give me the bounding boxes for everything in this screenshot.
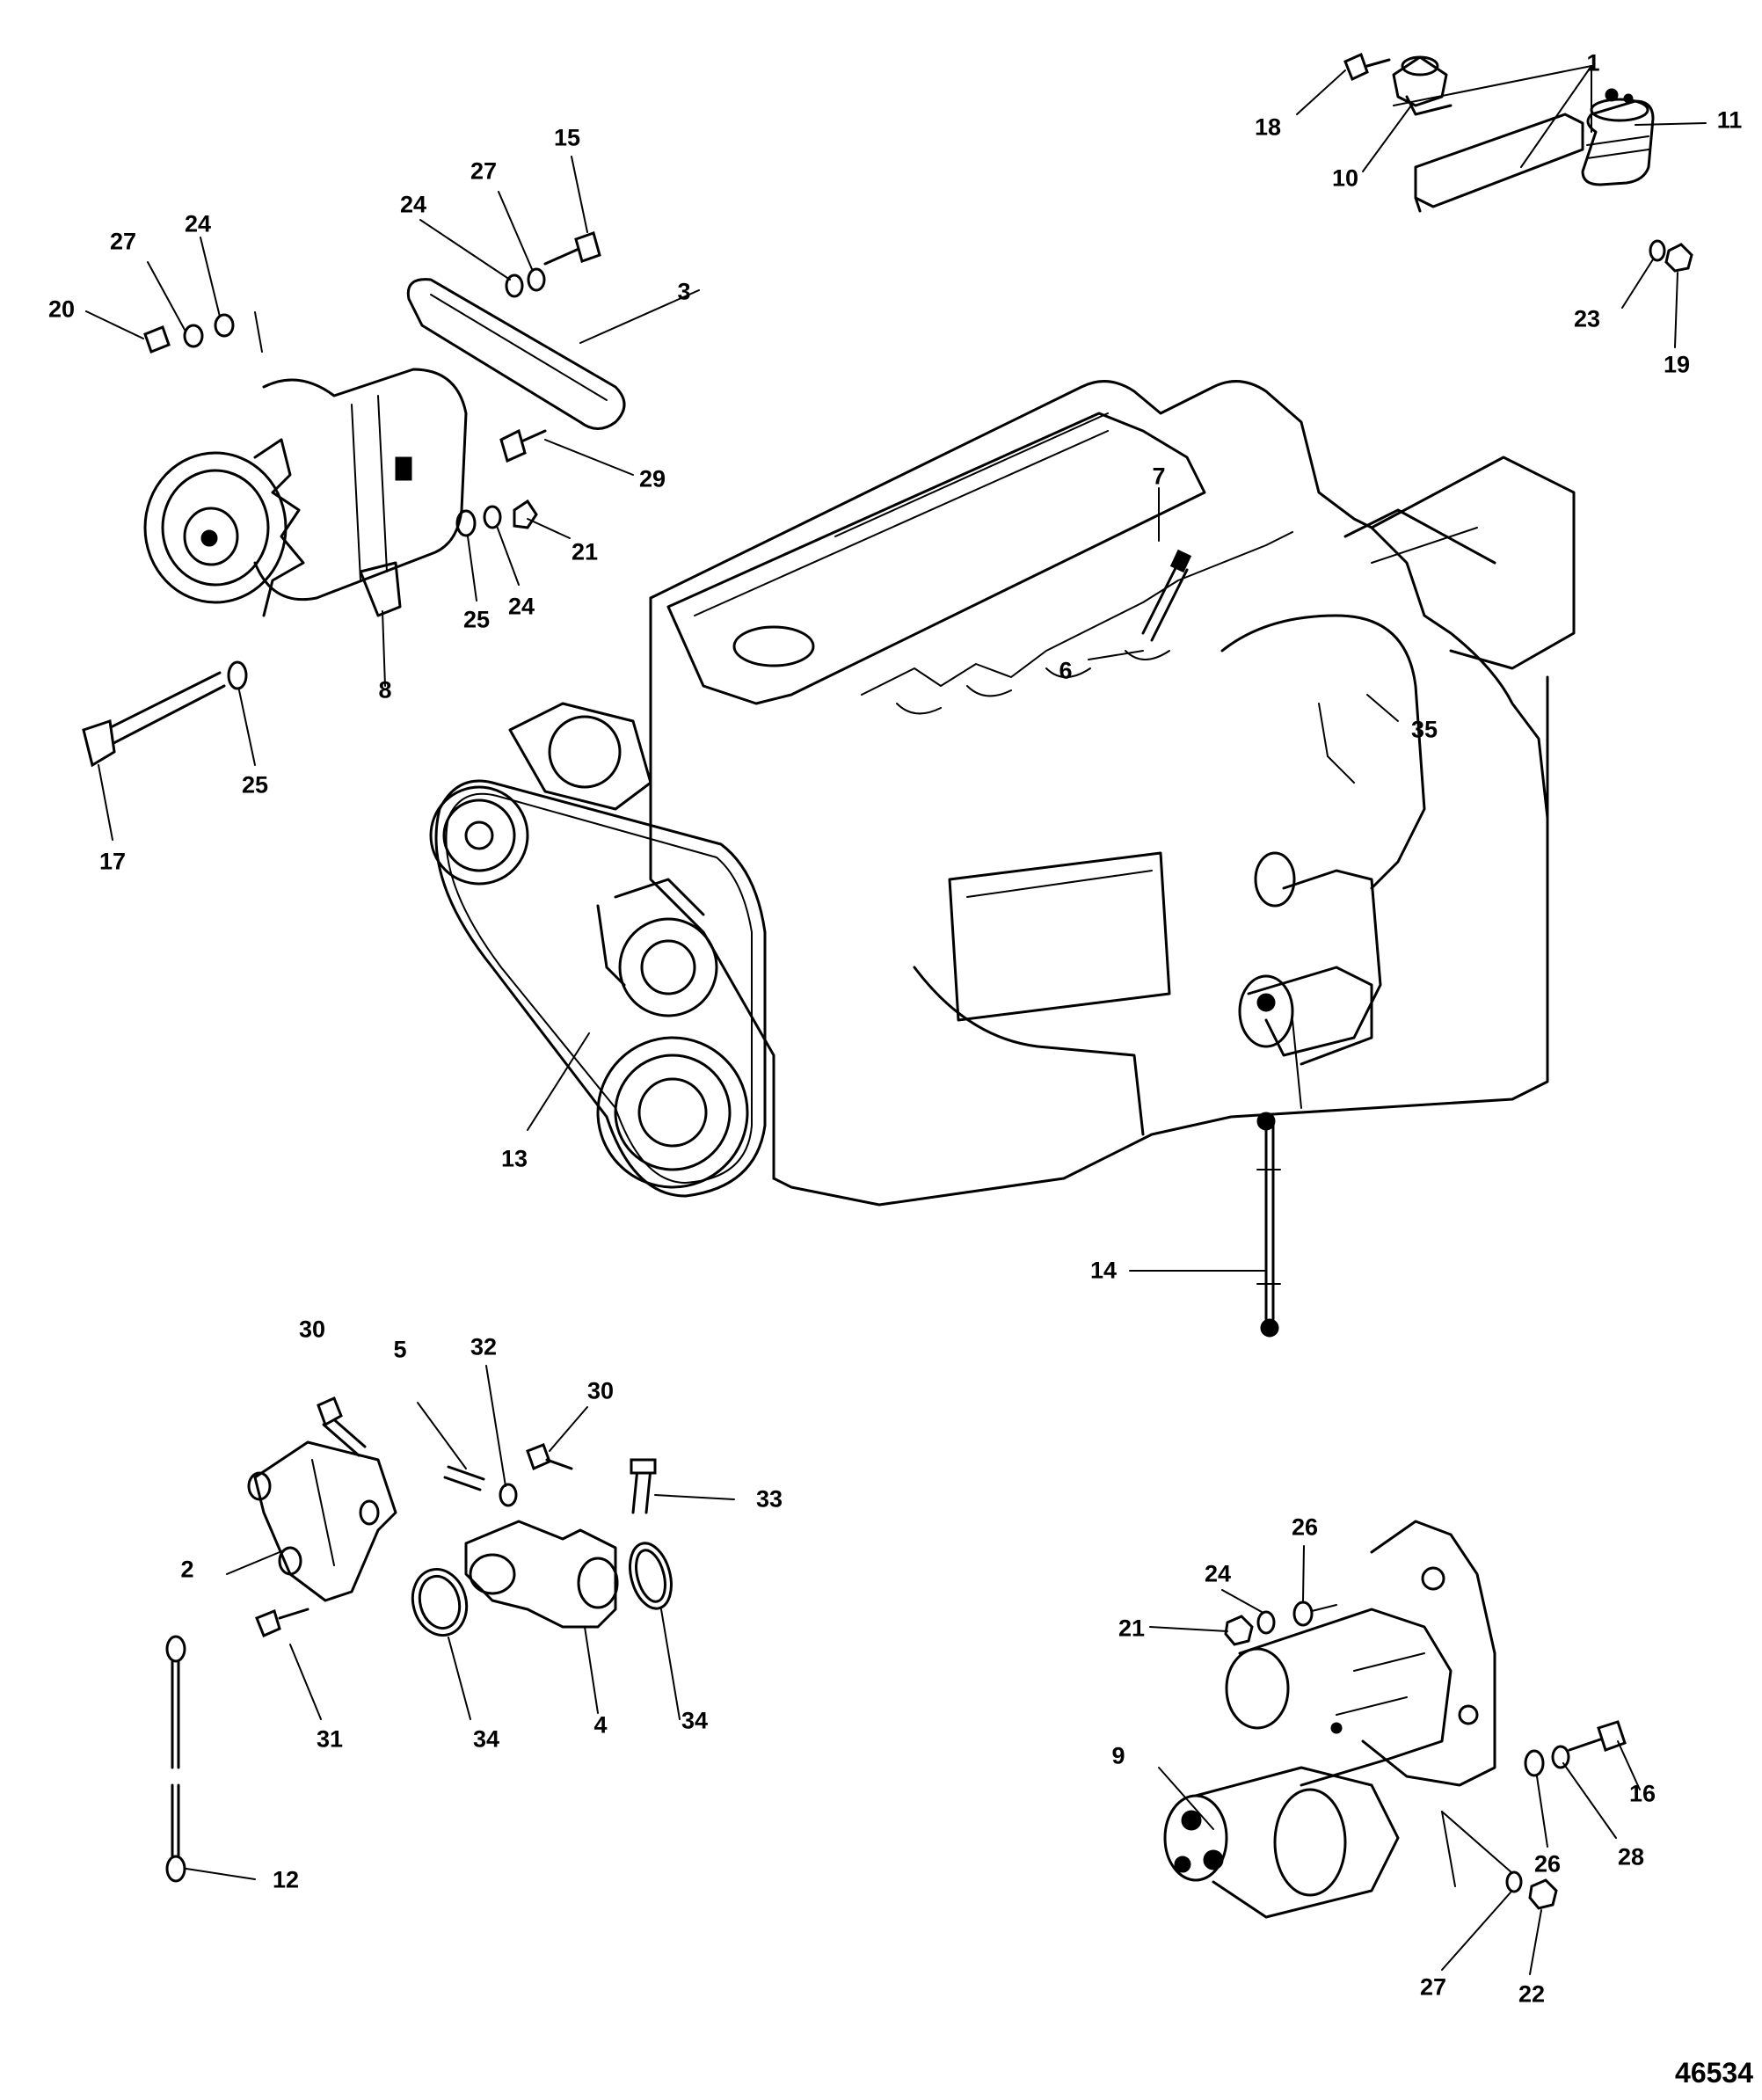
callout-8: 8: [378, 676, 392, 704]
callout-5: 5: [393, 1336, 407, 1363]
callout-3: 3: [677, 278, 691, 305]
callout-27-alternator: 27: [109, 228, 137, 255]
callout-9: 9: [1111, 1742, 1125, 1769]
callout-13: 13: [500, 1145, 528, 1172]
alternator-hardware: [143, 231, 601, 537]
callout-11: 11: [1716, 106, 1743, 134]
callout-28: 28: [1617, 1843, 1645, 1870]
figure-number: 46534: [1675, 2057, 1753, 2089]
callout-20: 20: [47, 295, 76, 323]
relay-assembly: [1343, 52, 1693, 273]
callout-1: 1: [1586, 49, 1600, 77]
battery-cable-12: [165, 1635, 186, 1883]
callout-21-starter: 21: [1118, 1615, 1146, 1642]
callout-22: 22: [1518, 1980, 1546, 2008]
callout-16: 16: [1628, 1780, 1656, 1807]
starter-motor: [1163, 1520, 1496, 1919]
leader-lines: [85, 65, 1707, 1975]
callout-27-starter: 27: [1419, 1973, 1447, 2001]
callout-35: 35: [1410, 716, 1438, 743]
callout-33: 33: [755, 1485, 783, 1513]
starter-hardware: [1224, 1601, 1627, 1910]
callout-26-bottom: 26: [1533, 1850, 1562, 1878]
callout-7: 7: [1152, 463, 1166, 490]
callout-25-mount: 25: [462, 606, 491, 633]
battery-cable-14: [1256, 1112, 1281, 1338]
callout-24-alternator-left: 24: [184, 210, 212, 237]
thermostat-housing-group: [247, 1396, 673, 1638]
callout-34-left: 34: [472, 1725, 500, 1753]
callout-15: 15: [553, 124, 581, 151]
callout-26-top: 26: [1291, 1513, 1319, 1541]
alternator: [143, 368, 468, 617]
callout-19: 19: [1663, 351, 1691, 378]
callout-34-right: 34: [681, 1707, 709, 1734]
callout-12: 12: [272, 1866, 300, 1893]
callout-23: 23: [1573, 305, 1601, 332]
callout-6: 6: [1059, 657, 1073, 684]
callout-24-alternator-mount: 24: [507, 593, 535, 620]
alternator-brace: [406, 278, 626, 430]
callout-21-alternator: 21: [571, 538, 599, 565]
callout-17: 17: [98, 848, 127, 875]
callout-10: 10: [1331, 164, 1359, 192]
glow-plug: [1141, 549, 1192, 642]
callout-14: 14: [1089, 1257, 1118, 1284]
callout-2: 2: [180, 1556, 194, 1583]
callout-25-pivot: 25: [241, 771, 269, 798]
callout-24-starter: 24: [1204, 1560, 1232, 1587]
belt-drive: [429, 702, 767, 1198]
callout-4: 4: [593, 1711, 608, 1739]
callout-30-bracket: 30: [298, 1316, 326, 1343]
engine-block: [649, 380, 1576, 1207]
callout-29: 29: [638, 465, 666, 492]
callout-18: 18: [1254, 113, 1282, 141]
callout-27-brace: 27: [470, 157, 498, 185]
callout-32: 32: [470, 1333, 498, 1360]
callout-30-housing: 30: [586, 1377, 615, 1404]
callout-31: 31: [316, 1725, 344, 1753]
engine-starter-assembly: [1238, 851, 1382, 1066]
callout-24-brace: 24: [399, 191, 427, 218]
alternator-pivot-bolt: [82, 660, 248, 768]
